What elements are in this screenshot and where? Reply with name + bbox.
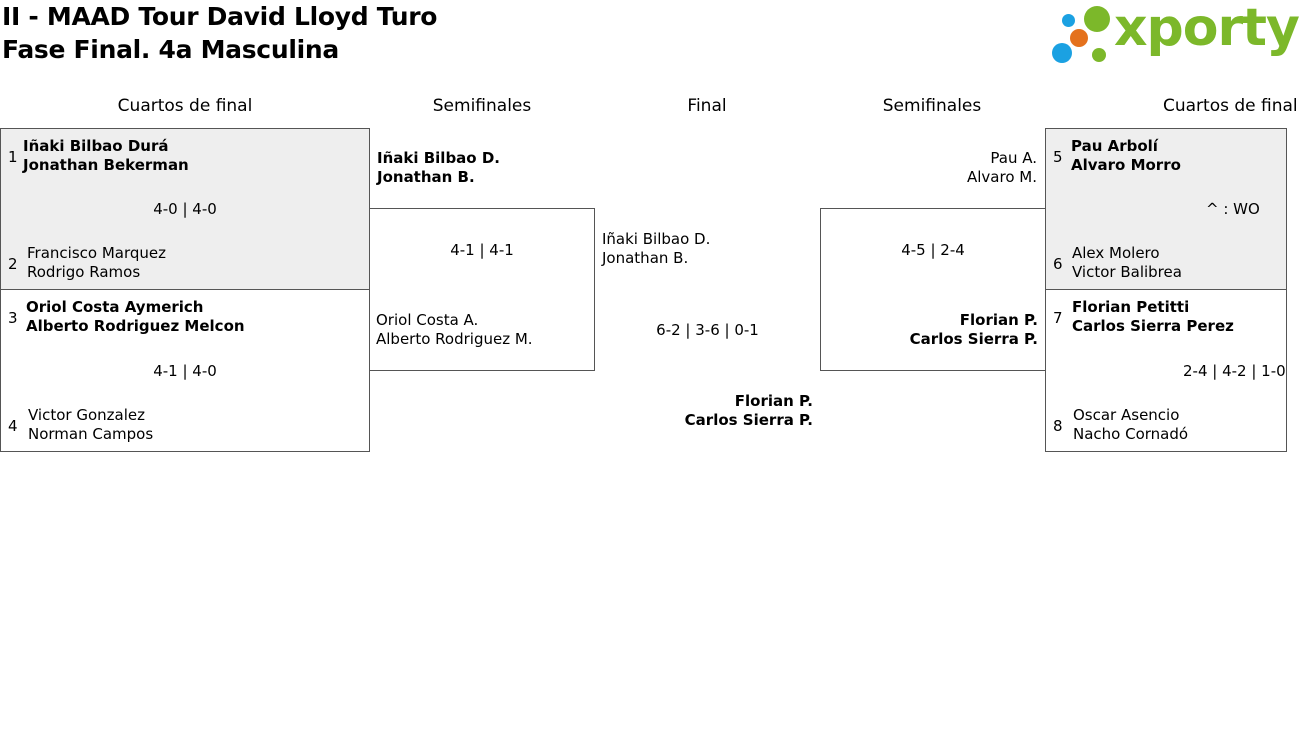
player-name: Alvaro M. xyxy=(967,168,1037,186)
logo-dot-orange xyxy=(1070,29,1088,47)
match-score: 4-0 | 4-0 xyxy=(153,200,217,218)
logo-dot-green xyxy=(1084,6,1110,32)
round-header-qf-right: Cuartos de final xyxy=(1163,96,1298,116)
seed-number: 4 xyxy=(8,417,18,435)
player-name: Francisco Marquez xyxy=(27,244,166,262)
logo-text: xporty xyxy=(1114,0,1299,58)
player-name: Alberto Rodriguez M. xyxy=(376,330,533,348)
match-score: 4-1 | 4-0 xyxy=(153,362,217,380)
seed-number: 6 xyxy=(1053,255,1063,273)
logo-dot-blue xyxy=(1062,14,1075,27)
quarterfinal-match-2[interactable]: 3 Oriol Costa Aymerich Alberto Rodriguez… xyxy=(0,289,370,452)
player-name: Iñaki Bilbao D. xyxy=(602,230,711,248)
player-name: Norman Campos xyxy=(28,425,154,443)
semifinal-match-1[interactable]: 4-1 | 4-1 Oriol Costa A. Alberto Rodrigu… xyxy=(370,208,595,371)
round-header-sf-left: Semifinales xyxy=(432,96,532,116)
tournament-subtitle: Fase Final. 4a Masculina xyxy=(2,35,339,64)
player-name: Alberto Rodriguez Melcon xyxy=(26,317,245,335)
player-name: Jonathan B. xyxy=(602,249,689,267)
quarterfinal-match-3[interactable]: 5 Pau Arbolí Alvaro Morro ^ : WO 6 Alex … xyxy=(1045,128,1287,290)
quarterfinal-match-1[interactable]: 1 Iñaki Bilbao Durá Jonathan Bekerman 4-… xyxy=(0,128,370,290)
player-name: Carlos Sierra Perez xyxy=(1072,317,1234,335)
round-header-final: Final xyxy=(687,96,727,116)
player-name: Iñaki Bilbao D. xyxy=(377,149,500,167)
seed-number: 5 xyxy=(1053,148,1063,166)
xporty-logo[interactable]: xporty xyxy=(1050,0,1299,68)
seed-number: 3 xyxy=(8,309,18,327)
round-header-sf-right: Semifinales xyxy=(882,96,982,116)
player-name: Victor Balibrea xyxy=(1072,263,1182,281)
player-name: Jonathan B. xyxy=(377,168,475,186)
player-name: Florian P. xyxy=(959,311,1038,329)
seed-number: 1 xyxy=(8,148,18,166)
quarterfinal-match-4[interactable]: 7 Florian Petitti Carlos Sierra Perez 2-… xyxy=(1045,289,1287,452)
player-name: Florian Petitti xyxy=(1072,298,1190,316)
player-name: Iñaki Bilbao Durá xyxy=(23,137,169,155)
player-name: Rodrigo Ramos xyxy=(27,263,141,281)
player-name: Florian P. xyxy=(734,392,813,410)
match-score: 4-1 | 4-1 xyxy=(450,241,514,259)
player-name: Carlos Sierra P. xyxy=(909,330,1038,348)
player-name: Pau A. xyxy=(990,149,1037,167)
player-name: Jonathan Bekerman xyxy=(23,156,189,174)
match-score: 4-5 | 2-4 xyxy=(901,241,965,259)
seed-number: 8 xyxy=(1053,417,1063,435)
player-name: Alex Molero xyxy=(1072,244,1160,262)
player-name: Pau Arbolí xyxy=(1071,137,1158,155)
round-header-qf-left: Cuartos de final xyxy=(117,96,253,116)
player-name: Carlos Sierra P. xyxy=(684,411,813,429)
player-name: Victor Gonzalez xyxy=(28,406,145,424)
player-name: Alvaro Morro xyxy=(1071,156,1181,174)
logo-dot-blue-large xyxy=(1052,43,1072,63)
match-score: 2-4 | 4-2 | 1-0 xyxy=(1183,362,1286,380)
semifinal-match-2[interactable]: 4-5 | 2-4 Florian P. Carlos Sierra P. xyxy=(820,208,1045,371)
logo-dot-green-small xyxy=(1092,48,1106,62)
player-name: Oscar Asencio xyxy=(1073,406,1180,424)
seed-number: 7 xyxy=(1053,309,1063,327)
match-score: 6-2 | 3-6 | 0-1 xyxy=(656,321,759,339)
player-name: Oriol Costa A. xyxy=(376,311,479,329)
player-name: Nacho Cornadó xyxy=(1073,425,1189,443)
player-name: Oriol Costa Aymerich xyxy=(26,298,204,316)
seed-number: 2 xyxy=(8,255,18,273)
tournament-title: II - MAAD Tour David Lloyd Turo xyxy=(2,2,438,31)
match-score: ^ : WO xyxy=(1206,200,1260,218)
